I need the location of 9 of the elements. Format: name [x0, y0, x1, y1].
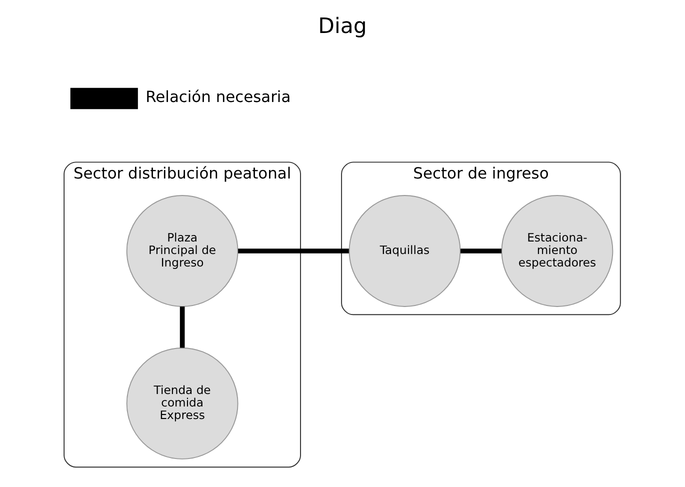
node-circle: Tienda de comida Express — [126, 347, 238, 460]
connector — [238, 248, 349, 254]
connector — [180, 306, 185, 348]
connector — [460, 248, 502, 254]
node-circle: Estaciona- miento espectadores — [501, 195, 614, 307]
node-circle: Taquillas — [348, 195, 461, 307]
node-circle: Plaza Principal de Ingreso — [126, 195, 238, 307]
legend-label: Relación necesaria — [146, 88, 291, 106]
diagram-title: Diag — [318, 14, 367, 39]
